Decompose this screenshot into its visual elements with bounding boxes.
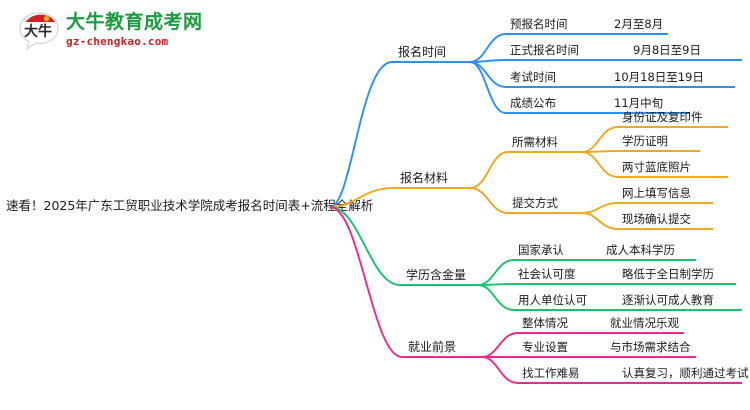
node-label-b4-c2[interactable]: 找工作难易 xyxy=(522,366,580,380)
site-logo[interactable]: 大牛 大牛教育成考网 gz-chengkao.com xyxy=(18,10,248,54)
node-value-b2-g1-i0[interactable]: 网上填写信息 xyxy=(622,186,691,200)
logo-brand-name: 大牛教育成考网 xyxy=(66,11,203,33)
branch-4-links xyxy=(329,206,742,384)
branch-1-links xyxy=(329,33,742,208)
node-value-b4-c2[interactable]: 认真复习，顺利通过考试 xyxy=(622,366,749,380)
branch-3-links xyxy=(329,206,742,311)
node-label-b4-c0[interactable]: 整体情况 xyxy=(522,316,568,330)
logo-speech-bubble-icon: 大牛 xyxy=(19,12,59,51)
node-label-b3-c2[interactable]: 用人单位认可 xyxy=(518,293,587,307)
node-value-b1-c0[interactable]: 2月至8月 xyxy=(614,17,664,31)
node-label-b4-c1[interactable]: 专业设置 xyxy=(522,340,568,354)
node-value-b1-c2[interactable]: 10月18日至19日 xyxy=(614,70,704,84)
node-value-b3-c1[interactable]: 略低于全日制学历 xyxy=(622,267,714,281)
branch-label-3[interactable]: 学历含金量 xyxy=(406,268,467,282)
branch-label-2[interactable]: 报名材料 xyxy=(400,171,449,185)
node-label-b2-g0[interactable]: 所需材料 xyxy=(512,135,558,149)
node-value-b1-c1[interactable]: 9月8日至9日 xyxy=(633,43,701,57)
node-value-b2-g0-i0[interactable]: 身份证及复印件 xyxy=(622,110,703,124)
logo-text-block: 大牛教育成考网 gz-chengkao.com xyxy=(66,12,203,49)
svg-text:大牛: 大牛 xyxy=(24,23,52,40)
node-value-b2-g0-i1[interactable]: 学历证明 xyxy=(622,134,668,148)
root-node-title: 速看！2025年广东工贸职业技术学院成考报名时间表+流程全解析 xyxy=(6,198,374,213)
node-label-b3-c0[interactable]: 国家承认 xyxy=(518,243,564,257)
node-label-b1-c2[interactable]: 考试时间 xyxy=(510,70,556,84)
node-value-b2-g0-i2[interactable]: 两寸蓝底照片 xyxy=(622,160,691,174)
node-value-b3-c0[interactable]: 成人本科学历 xyxy=(606,243,675,257)
node-label-b2-g1[interactable]: 提交方式 xyxy=(512,196,558,210)
logo-brand-url: gz-chengkao.com xyxy=(66,35,169,48)
branch-2-links xyxy=(329,126,728,230)
node-value-b3-c2[interactable]: 逐渐认可成人教育 xyxy=(622,293,714,307)
node-value-b4-c1[interactable]: 与市场需求结合 xyxy=(610,340,691,354)
node-value-b1-c3[interactable]: 11月中旬 xyxy=(614,96,664,110)
node-label-b1-c3[interactable]: 成绩公布 xyxy=(510,96,556,110)
node-label-b1-c0[interactable]: 预报名时间 xyxy=(510,17,568,31)
node-label-b3-c1[interactable]: 社会认可度 xyxy=(518,267,576,281)
node-value-b4-c0[interactable]: 就业情况乐观 xyxy=(610,316,679,330)
branch-label-4[interactable]: 就业前景 xyxy=(408,340,457,354)
branch-label-1[interactable]: 报名时间 xyxy=(398,45,447,59)
node-value-b2-g1-i1[interactable]: 现场确认提交 xyxy=(622,212,691,226)
node-label-b1-c1[interactable]: 正式报名时间 xyxy=(510,43,579,57)
